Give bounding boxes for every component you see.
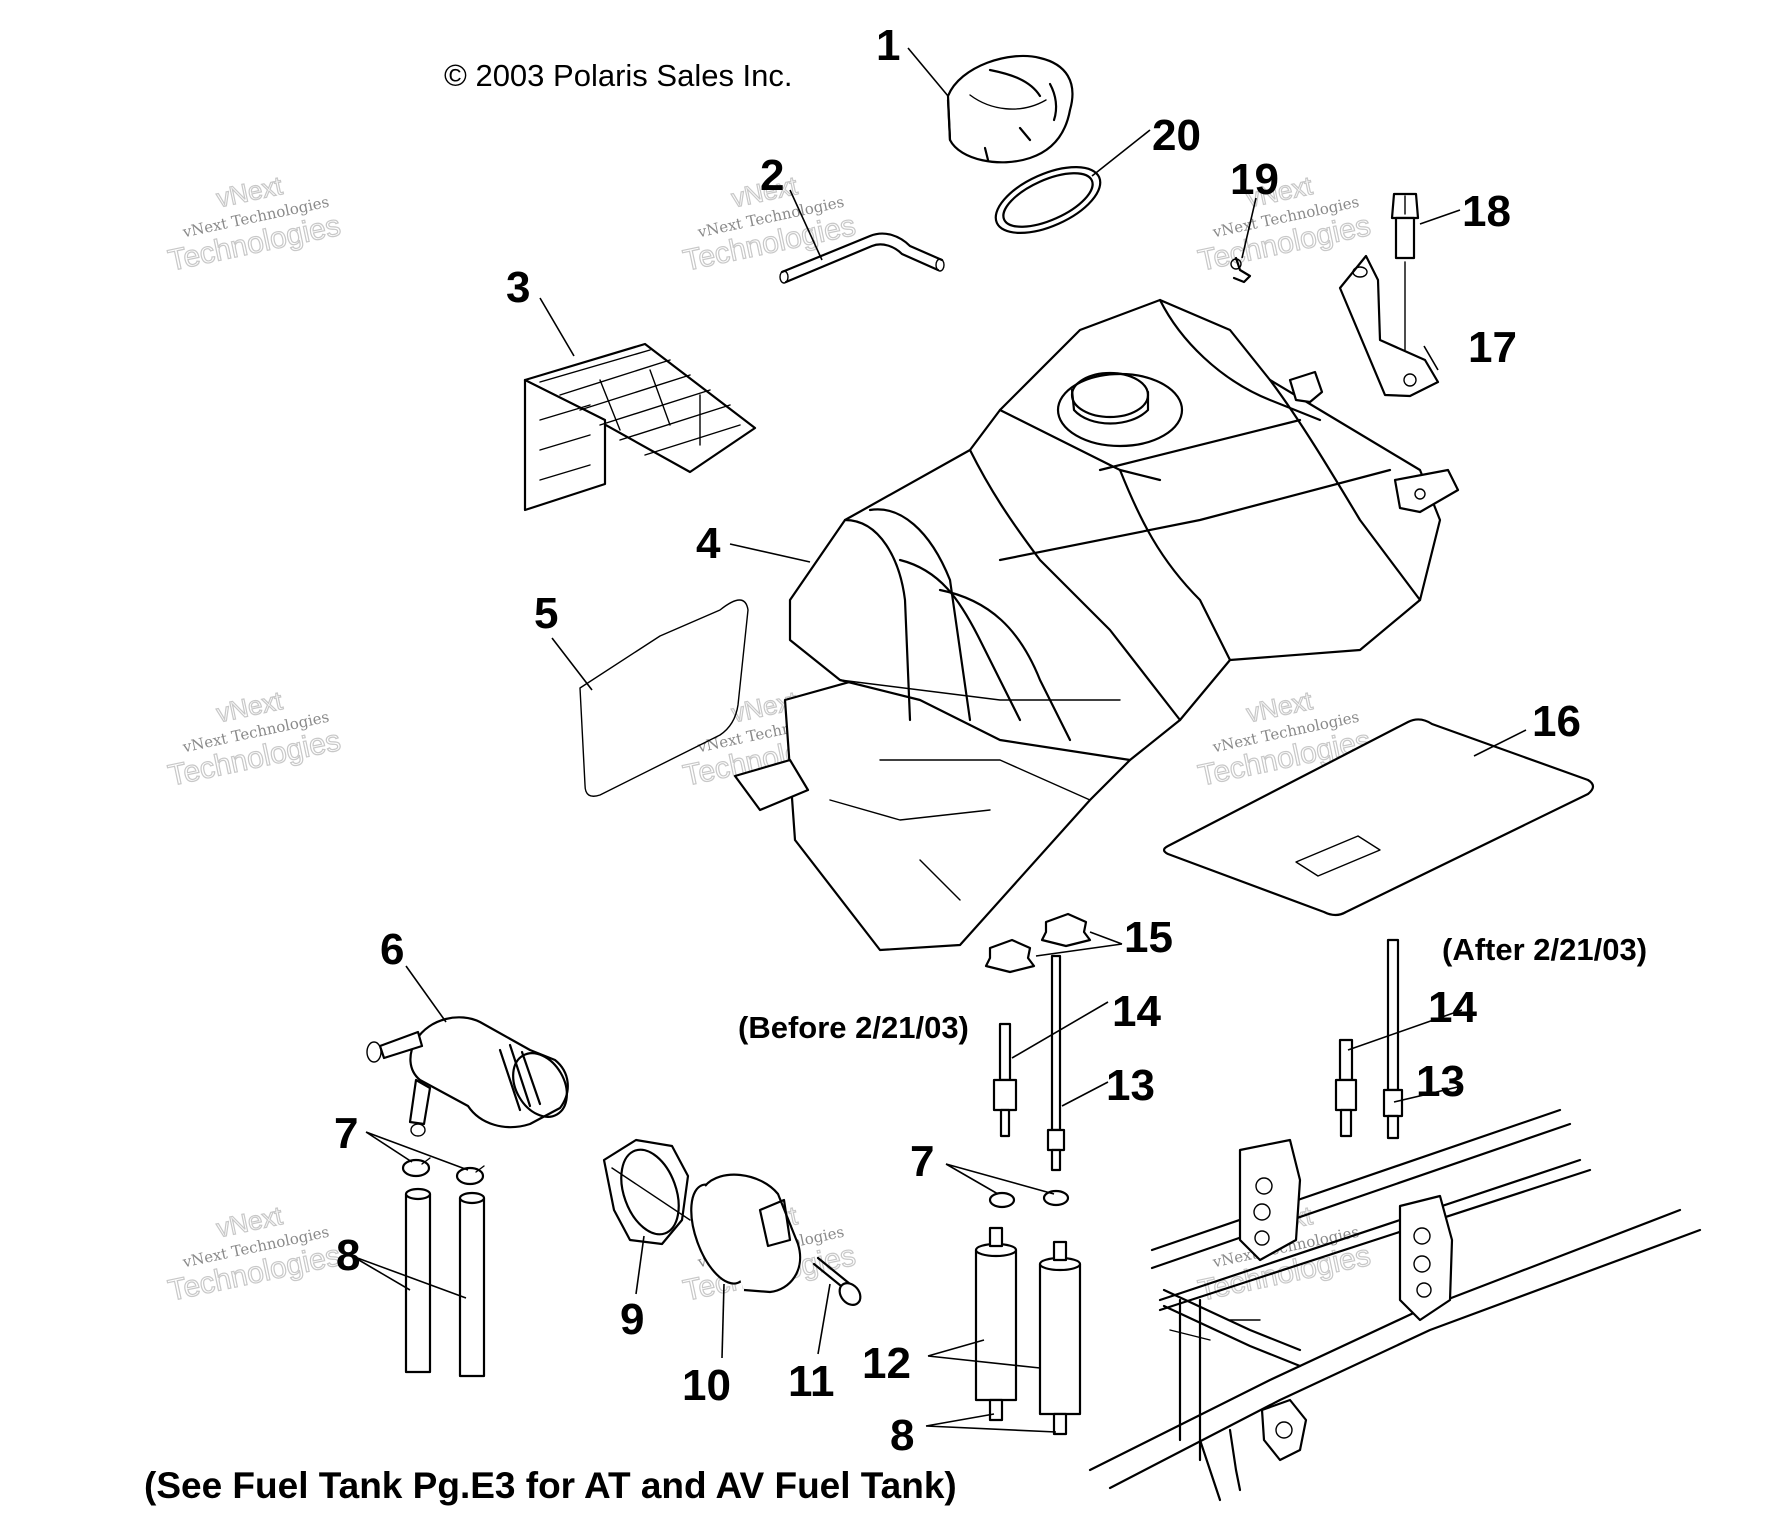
callout-8-center: 8 [890, 1411, 914, 1460]
callout-20: 20 [1152, 111, 1201, 160]
callout-15: 15 [1124, 913, 1173, 962]
callout-2: 2 [760, 151, 784, 200]
callout-17: 17 [1468, 323, 1517, 372]
callout-3: 3 [506, 263, 530, 312]
callout-4: 4 [696, 519, 721, 568]
part-fuel-filter [366, 1016, 569, 1137]
part-mount-bracket [1338, 254, 1440, 398]
part-inline-filters [974, 1226, 1082, 1436]
part-screw [812, 1256, 862, 1306]
part-clamps-left [401, 1157, 485, 1186]
part-studs-after [1334, 938, 1404, 1140]
vehicle-frame [1088, 1108, 1702, 1502]
part-fuel-tank [733, 298, 1460, 952]
part-clip-19 [1230, 256, 1252, 284]
footer-note: (See Fuel Tank Pg.E3 for AT and AV Fuel … [144, 1465, 957, 1506]
watermark: vNext vNext Technologies Technologies [165, 684, 344, 793]
callout-11: 11 [788, 1357, 835, 1406]
part-tank-pad [1162, 718, 1595, 917]
watermark: vNext vNext Technologies Technologies [1195, 169, 1374, 278]
callout-19: 19 [1230, 155, 1279, 204]
part-grommets [984, 912, 1092, 974]
watermark: vNext vNext Technologies Technologies [165, 1199, 344, 1308]
part-fuel-cap [946, 54, 1074, 164]
part-o-ring [994, 165, 1102, 235]
note-after-date: (After 2/21/03) [1442, 932, 1647, 967]
callout-1: 1 [876, 21, 900, 70]
callout-13-after: 13 [1416, 1057, 1465, 1106]
part-clamps-center [988, 1189, 1070, 1209]
part-lock-ring [602, 1138, 691, 1246]
part-decal [579, 599, 749, 797]
part-bolt-18 [1390, 192, 1420, 351]
leader-lines [351, 47, 1527, 1433]
part-vent-tube [779, 232, 945, 284]
copyright-text: © 2003 Polaris Sales Inc. [444, 58, 793, 93]
callout-5: 5 [534, 589, 558, 638]
note-before-date: (Before 2/21/03) [738, 1010, 969, 1045]
part-studs-before [992, 954, 1066, 1172]
callout-14-before: 14 [1112, 987, 1161, 1036]
part-fuel-gauge [690, 1173, 802, 1294]
callout-7-center: 7 [910, 1137, 934, 1186]
watermark: vNext vNext Technologies Technologies [165, 169, 344, 278]
callout-8-left: 8 [336, 1231, 360, 1280]
callout-7-left: 7 [334, 1109, 358, 1158]
callout-13-before: 13 [1106, 1061, 1155, 1110]
callout-18: 18 [1462, 187, 1511, 236]
callout-10: 10 [682, 1361, 731, 1410]
callout-6: 6 [380, 925, 404, 974]
part-hoses-left [404, 1187, 486, 1378]
callout-9: 9 [620, 1295, 644, 1344]
callouts: 1 2 3 4 5 6 7 7 8 8 9 10 11 12 13 13 14 … [334, 21, 1581, 1460]
callout-14-after: 14 [1428, 983, 1477, 1032]
callout-16: 16 [1532, 697, 1581, 746]
part-heat-shield [523, 342, 757, 512]
callout-12: 12 [862, 1339, 911, 1388]
